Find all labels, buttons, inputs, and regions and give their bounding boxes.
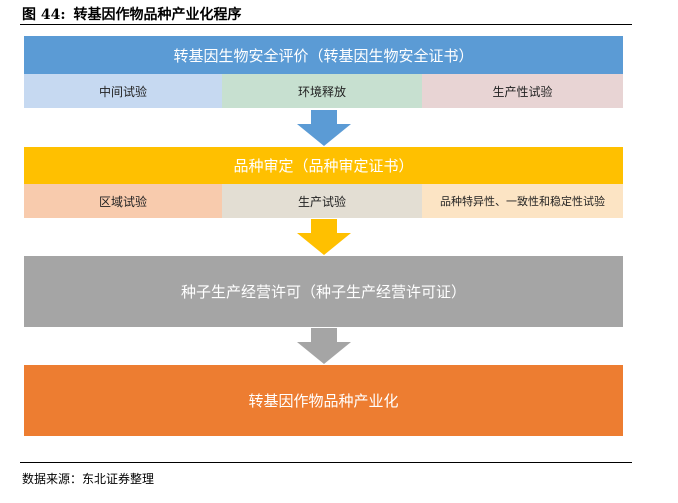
biosafety-evaluation-box: 转基因生物安全评价（转基因生物安全证书） <box>24 36 623 74</box>
step-dus-trial: 品种特异性、一致性和稳定性试验 <box>422 184 623 218</box>
down-arrow-icon <box>297 328 351 364</box>
seed-license-box: 种子生产经营许可（种子生产经营许可证） <box>24 256 623 327</box>
step-production-trial: 生产试验 <box>222 184 422 218</box>
variety-approval-box: 品种审定（品种审定证书） <box>24 147 623 184</box>
step-intermediate-trial: 中间试验 <box>24 74 222 108</box>
source-note: 数据来源：东北证券整理 <box>22 472 155 486</box>
industrialization-box: 转基因作物品种产业化 <box>24 365 623 436</box>
figure-number: 图 44: <box>22 7 66 23</box>
step-productive-trial: 生产性试验 <box>422 74 623 108</box>
step-regional-trial: 区域试验 <box>24 184 222 218</box>
down-arrow-icon <box>297 110 351 146</box>
step-environmental-release: 环境释放 <box>222 74 422 108</box>
bottom-rule <box>20 462 632 463</box>
top-rule <box>20 24 632 25</box>
figure-title-text: 转基因作物品种产业化程序 <box>73 7 242 23</box>
down-arrow-icon <box>297 219 351 255</box>
figure-title: 图 44: 转基因作物品种产业化程序 <box>22 4 242 24</box>
